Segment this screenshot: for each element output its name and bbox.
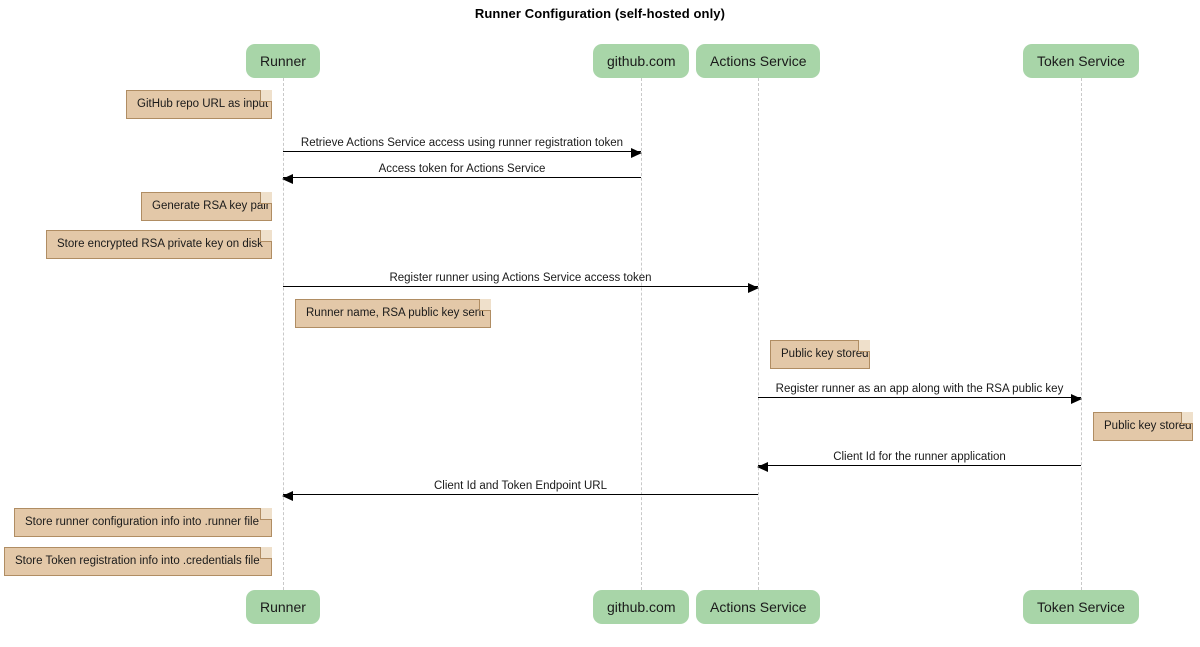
message-m1: Retrieve Actions Service access using ru… [283, 130, 642, 158]
note-label: GitHub repo URL as input [137, 98, 269, 110]
participant-github-header[interactable]: github.com [593, 44, 690, 78]
message-line [282, 490, 758, 501]
arrowhead-left-icon [282, 490, 293, 501]
note-label: Public key stored [1104, 420, 1192, 432]
note-n2: Generate RSA key pair [141, 192, 272, 221]
message-label: Register runner using Actions Service ac… [389, 272, 652, 284]
participant-token-footer[interactable]: Token Service [1023, 590, 1139, 624]
message-line [757, 461, 1081, 472]
participant-runner-footer[interactable]: Runner [246, 590, 320, 624]
note-label: Public key stored [781, 348, 869, 360]
note-fold-corner-icon [479, 299, 491, 311]
arrowhead-left-icon [757, 461, 768, 472]
message-line [283, 282, 759, 293]
note-n8: Store Token registration info into .cred… [4, 547, 272, 576]
note-label: Store Token registration info into .cred… [15, 555, 260, 567]
participant-runner-header[interactable]: Runner [246, 44, 320, 78]
note-n3: Store encrypted RSA private key on disk [46, 230, 272, 259]
note-n1: GitHub repo URL as input [126, 90, 272, 119]
arrowhead-right-icon [1071, 393, 1082, 404]
note-n7: Store runner configuration info into .ru… [14, 508, 272, 537]
message-label: Retrieve Actions Service access using ru… [300, 137, 624, 149]
note-label: Generate RSA key pair [152, 200, 270, 212]
message-label: Access token for Actions Service [378, 163, 546, 175]
lifeline-runner [283, 78, 284, 590]
note-label: Store encrypted RSA private key on disk [57, 238, 263, 250]
arrowhead-left-icon [282, 173, 293, 184]
note-fold-corner-icon [1181, 412, 1193, 424]
message-line [283, 147, 642, 158]
lifeline-token [1081, 78, 1082, 590]
note-fold-corner-icon [260, 192, 272, 204]
note-fold-corner-icon [260, 230, 272, 242]
arrowhead-right-icon [748, 282, 759, 293]
participant-github-footer[interactable]: github.com [593, 590, 690, 624]
note-n6: Public key stored [1093, 412, 1193, 441]
note-n4: Runner name, RSA public key sent [295, 299, 491, 328]
page-title: Runner Configuration (self-hosted only) [474, 6, 726, 21]
participant-actions-footer[interactable]: Actions Service [696, 590, 821, 624]
note-label: Store runner configuration info into .ru… [25, 516, 259, 528]
note-fold-corner-icon [260, 508, 272, 520]
participant-token-header[interactable]: Token Service [1023, 44, 1139, 78]
note-n5: Public key stored [770, 340, 870, 369]
message-m2: Access token for Actions Service [282, 156, 641, 184]
participant-actions-header[interactable]: Actions Service [696, 44, 821, 78]
message-m3: Register runner using Actions Service ac… [283, 265, 759, 293]
note-fold-corner-icon [260, 90, 272, 102]
message-label: Client Id and Token Endpoint URL [433, 480, 608, 492]
note-label: Runner name, RSA public key sent [306, 307, 485, 319]
message-m5: Client Id for the runner application [757, 444, 1081, 472]
message-label: Register runner as an app along with the… [775, 383, 1064, 395]
arrowhead-right-icon [631, 147, 642, 158]
note-fold-corner-icon [858, 340, 870, 352]
message-label: Client Id for the runner application [833, 451, 1006, 463]
note-fold-corner-icon [260, 547, 272, 559]
message-line [758, 393, 1082, 404]
message-line [282, 173, 641, 184]
message-m6: Client Id and Token Endpoint URL [282, 473, 758, 501]
message-m4: Register runner as an app along with the… [758, 376, 1082, 404]
lifeline-actions [758, 78, 759, 590]
lifeline-github [641, 78, 642, 590]
